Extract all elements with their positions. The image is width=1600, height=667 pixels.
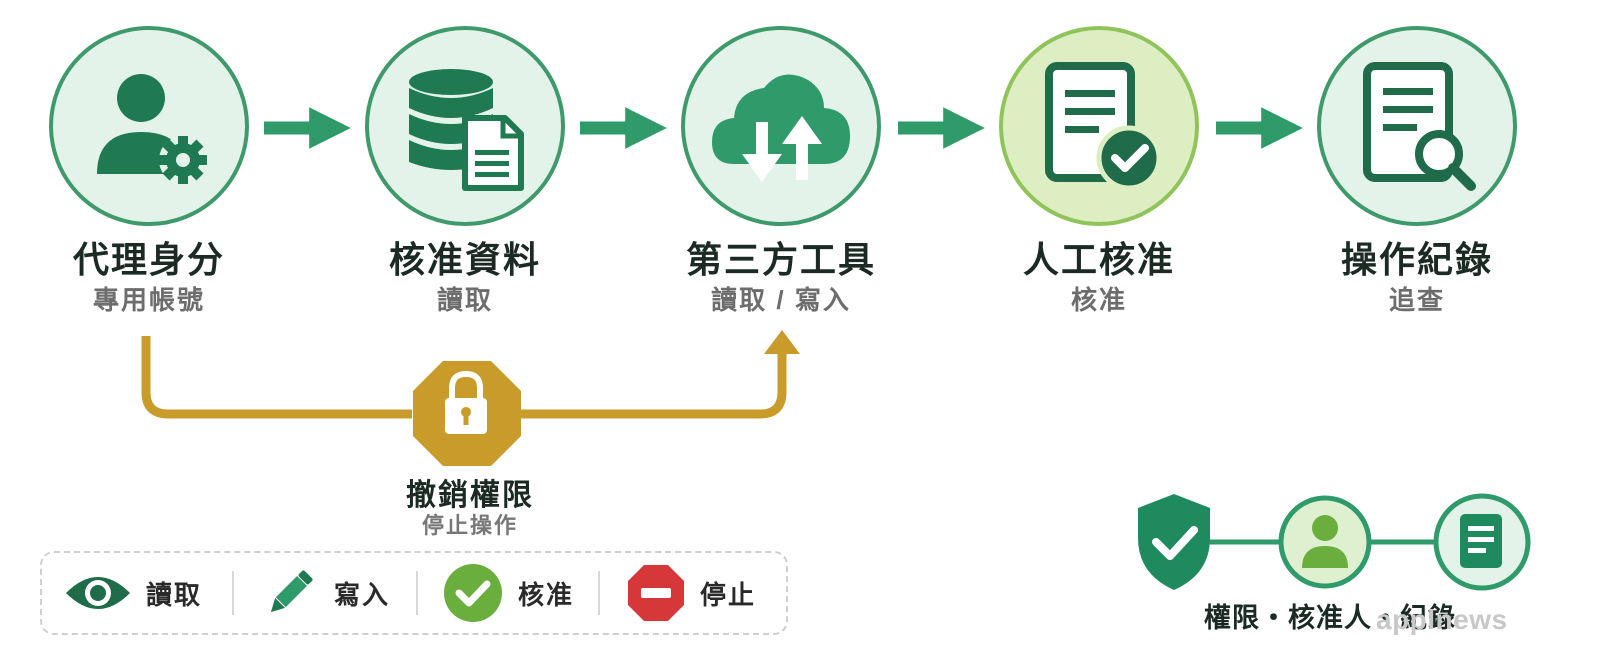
summary-icons (1138, 493, 1531, 591)
summary-label: 權限・核准人・紀錄 (1204, 603, 1456, 633)
step-title: 代理身分 (72, 239, 225, 280)
pencil-icon (270, 570, 313, 613)
step-title: 第三方工具 (685, 239, 876, 280)
legend-label: 停止 (700, 579, 757, 610)
database-document-icon (409, 69, 524, 191)
watermark: applnews (1376, 604, 1508, 635)
legend-item-write: 寫入 (260, 553, 390, 633)
person-icon (1278, 495, 1372, 589)
revoke-arrowhead (764, 330, 800, 354)
legend-label: 讀取 (146, 579, 203, 610)
user-gear-icon (97, 74, 207, 184)
revoke-title: 撤銷權限 (406, 479, 534, 512)
step-approved-data: 核准資料 讀取 (360, 26, 570, 318)
legend-item-read: 讀取 (64, 553, 202, 633)
eye-icon (66, 577, 130, 609)
step-circle (999, 26, 1199, 226)
document-search-icon (1363, 62, 1476, 191)
step-circle (681, 26, 881, 226)
step-operation-log: 操作紀錄 追查 (1312, 26, 1522, 318)
step-subtitle: 核准 (1070, 285, 1127, 315)
step-subtitle: 讀取 / 寫入 (711, 285, 851, 315)
step-title: 操作紀錄 (1340, 239, 1493, 280)
step-circle (49, 26, 249, 226)
shield-check-icon (1138, 494, 1210, 590)
document-check-icon (1045, 62, 1162, 191)
step-title: 核准資料 (388, 239, 541, 280)
step-subtitle: 專用帳號 (92, 285, 205, 315)
step-title: 人工核准 (1022, 239, 1175, 280)
step-subtitle: 讀取 (436, 285, 493, 315)
revoke-connector (141, 336, 787, 419)
lock-octagon-icon (413, 361, 521, 466)
revoke-subtitle: 停止操作 (421, 513, 518, 538)
step-circle (365, 26, 565, 226)
step-agent-identity: 代理身分 專用帳號 (44, 26, 254, 318)
check-circle-icon (444, 564, 502, 622)
cloud-sync-icon (712, 74, 850, 182)
legend-item-approve: 核准 (442, 553, 574, 633)
step-human-approval: 人工核准 核准 (994, 26, 1204, 318)
legend-divider (598, 571, 600, 615)
step-circle (1317, 26, 1517, 226)
legend-label: 寫入 (334, 579, 391, 610)
document-icon (1433, 493, 1531, 591)
legend-label: 核准 (518, 579, 575, 610)
stop-icon (628, 565, 684, 621)
legend: 讀取 寫入 核准 停止 (40, 551, 788, 635)
step-subtitle: 追查 (1388, 285, 1445, 315)
legend-divider (416, 571, 418, 615)
legend-divider (232, 571, 234, 615)
legend-item-stop: 停止 (626, 553, 756, 633)
step-third-party-tools: 第三方工具 讀取 / 寫入 (676, 26, 886, 318)
